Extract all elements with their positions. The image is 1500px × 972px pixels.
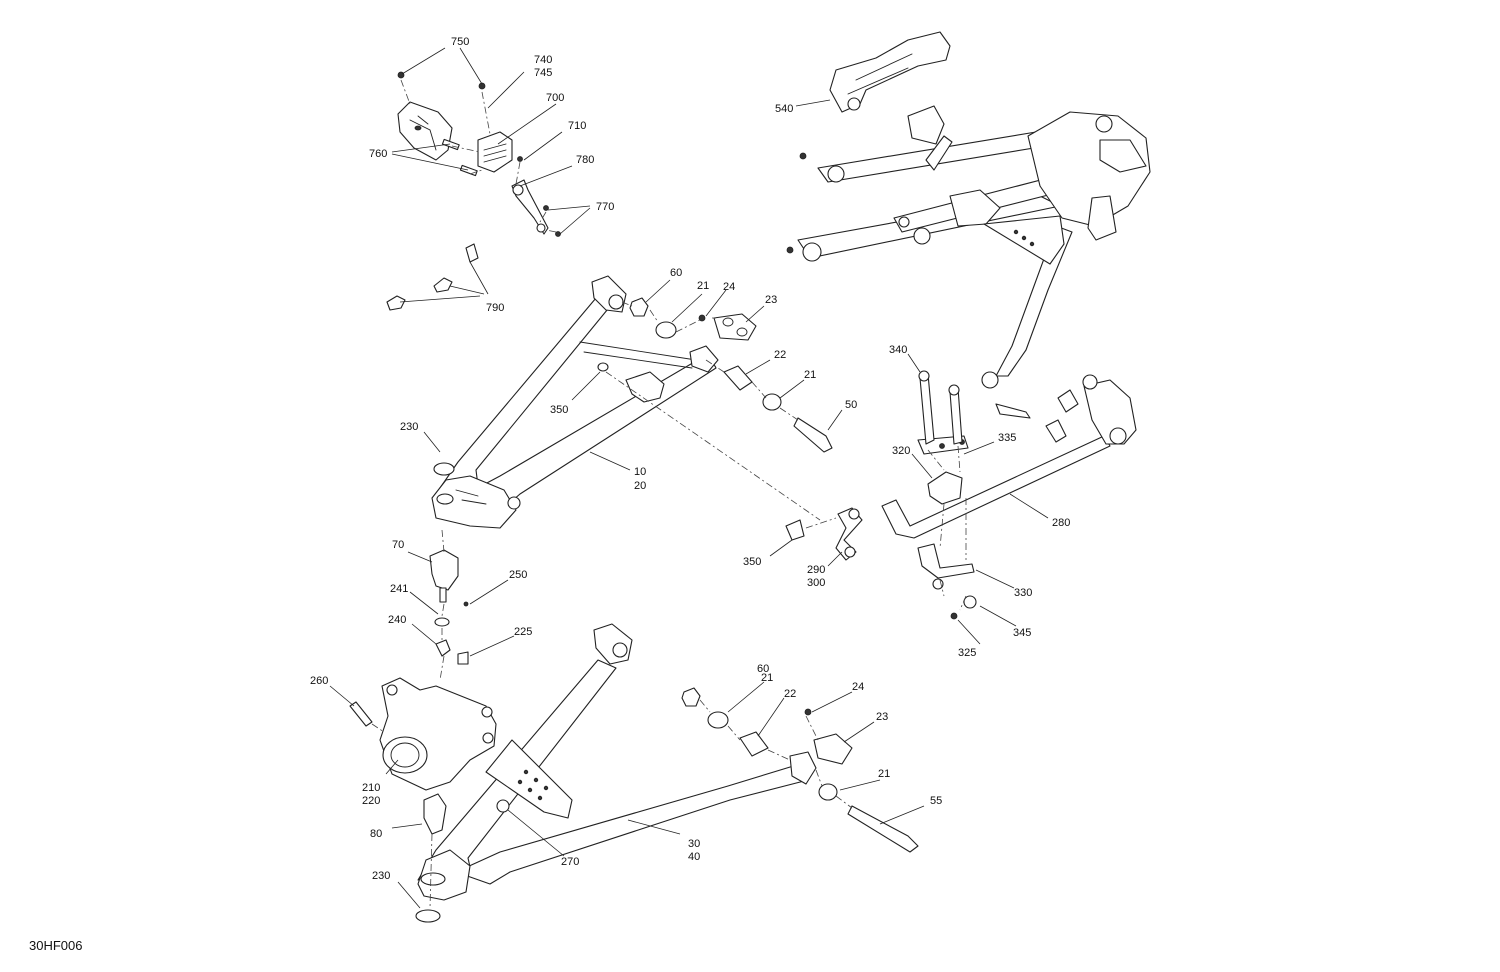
upper-arm-hardware [605,297,833,521]
callout-330: 330 [1014,587,1032,599]
stabilizer-bar-assembly [785,370,1137,620]
callout-21-upper-b: 21 [804,369,816,381]
callout-40: 40 [688,851,700,863]
callout-770: 770 [596,201,614,213]
clip-parts [386,243,479,311]
callout-250: 250 [509,569,527,581]
callout-70: 70 [392,539,404,551]
callout-300: 300 [807,577,825,589]
callout-24-upper: 24 [723,281,735,293]
sensor-bracket-assembly [397,71,561,237]
callout-230-upper: 230 [400,421,418,433]
callout-270: 270 [561,856,579,868]
callout-30: 30 [688,838,700,850]
callout-790: 790 [486,302,504,314]
knuckle-assembly [349,462,497,923]
callout-60-lower: 60 [757,663,769,675]
callout-240: 240 [388,614,406,626]
callout-345: 345 [1013,627,1031,639]
callout-260: 260 [310,675,328,687]
callout-23-upper: 23 [765,294,777,306]
lower-a-arm [417,623,817,901]
callout-225: 225 [514,626,532,638]
callout-23-lower: 23 [876,711,888,723]
callout-350-upper: 350 [550,404,568,416]
callout-21-lower-a: 21 [761,672,773,684]
callout-50: 50 [845,399,857,411]
callout-22-upper: 22 [774,349,786,361]
rear-subframe [786,31,1151,419]
callout-labels: 750 740 745 700 710 780 760 770 790 540 … [310,36,1070,882]
callout-745: 745 [534,67,552,79]
callout-24-lower: 24 [852,681,864,693]
callout-55: 55 [930,795,942,807]
callout-335: 335 [998,432,1016,444]
callout-700: 700 [546,92,564,104]
callout-60-upper: 60 [670,267,682,279]
callout-22-lower: 22 [784,688,796,700]
callout-280: 280 [1052,517,1070,529]
callout-710: 710 [568,120,586,132]
callout-350-stab: 350 [743,556,761,568]
callout-230-lower: 230 [372,870,390,882]
diagram-code-label: 30HF006 [29,938,83,953]
callout-10: 10 [634,466,646,478]
callout-20: 20 [634,480,646,492]
upper-a-arm [431,275,719,529]
callout-540: 540 [775,103,793,115]
callout-320: 320 [892,445,910,457]
callout-21-lower-b: 21 [878,768,890,780]
callout-241: 241 [390,583,408,595]
callout-325: 325 [958,647,976,659]
callout-80: 80 [370,828,382,840]
callout-750: 750 [451,36,469,48]
callout-340: 340 [889,344,907,356]
callout-210: 210 [362,782,380,794]
callout-21-upper-a: 21 [697,280,709,292]
callout-760: 760 [369,148,387,160]
leader-lines [329,47,1049,909]
callout-220: 220 [362,795,380,807]
lower-arm-hardware [681,687,919,853]
callout-740: 740 [534,54,552,66]
callout-780: 780 [576,154,594,166]
callout-290: 290 [807,564,825,576]
